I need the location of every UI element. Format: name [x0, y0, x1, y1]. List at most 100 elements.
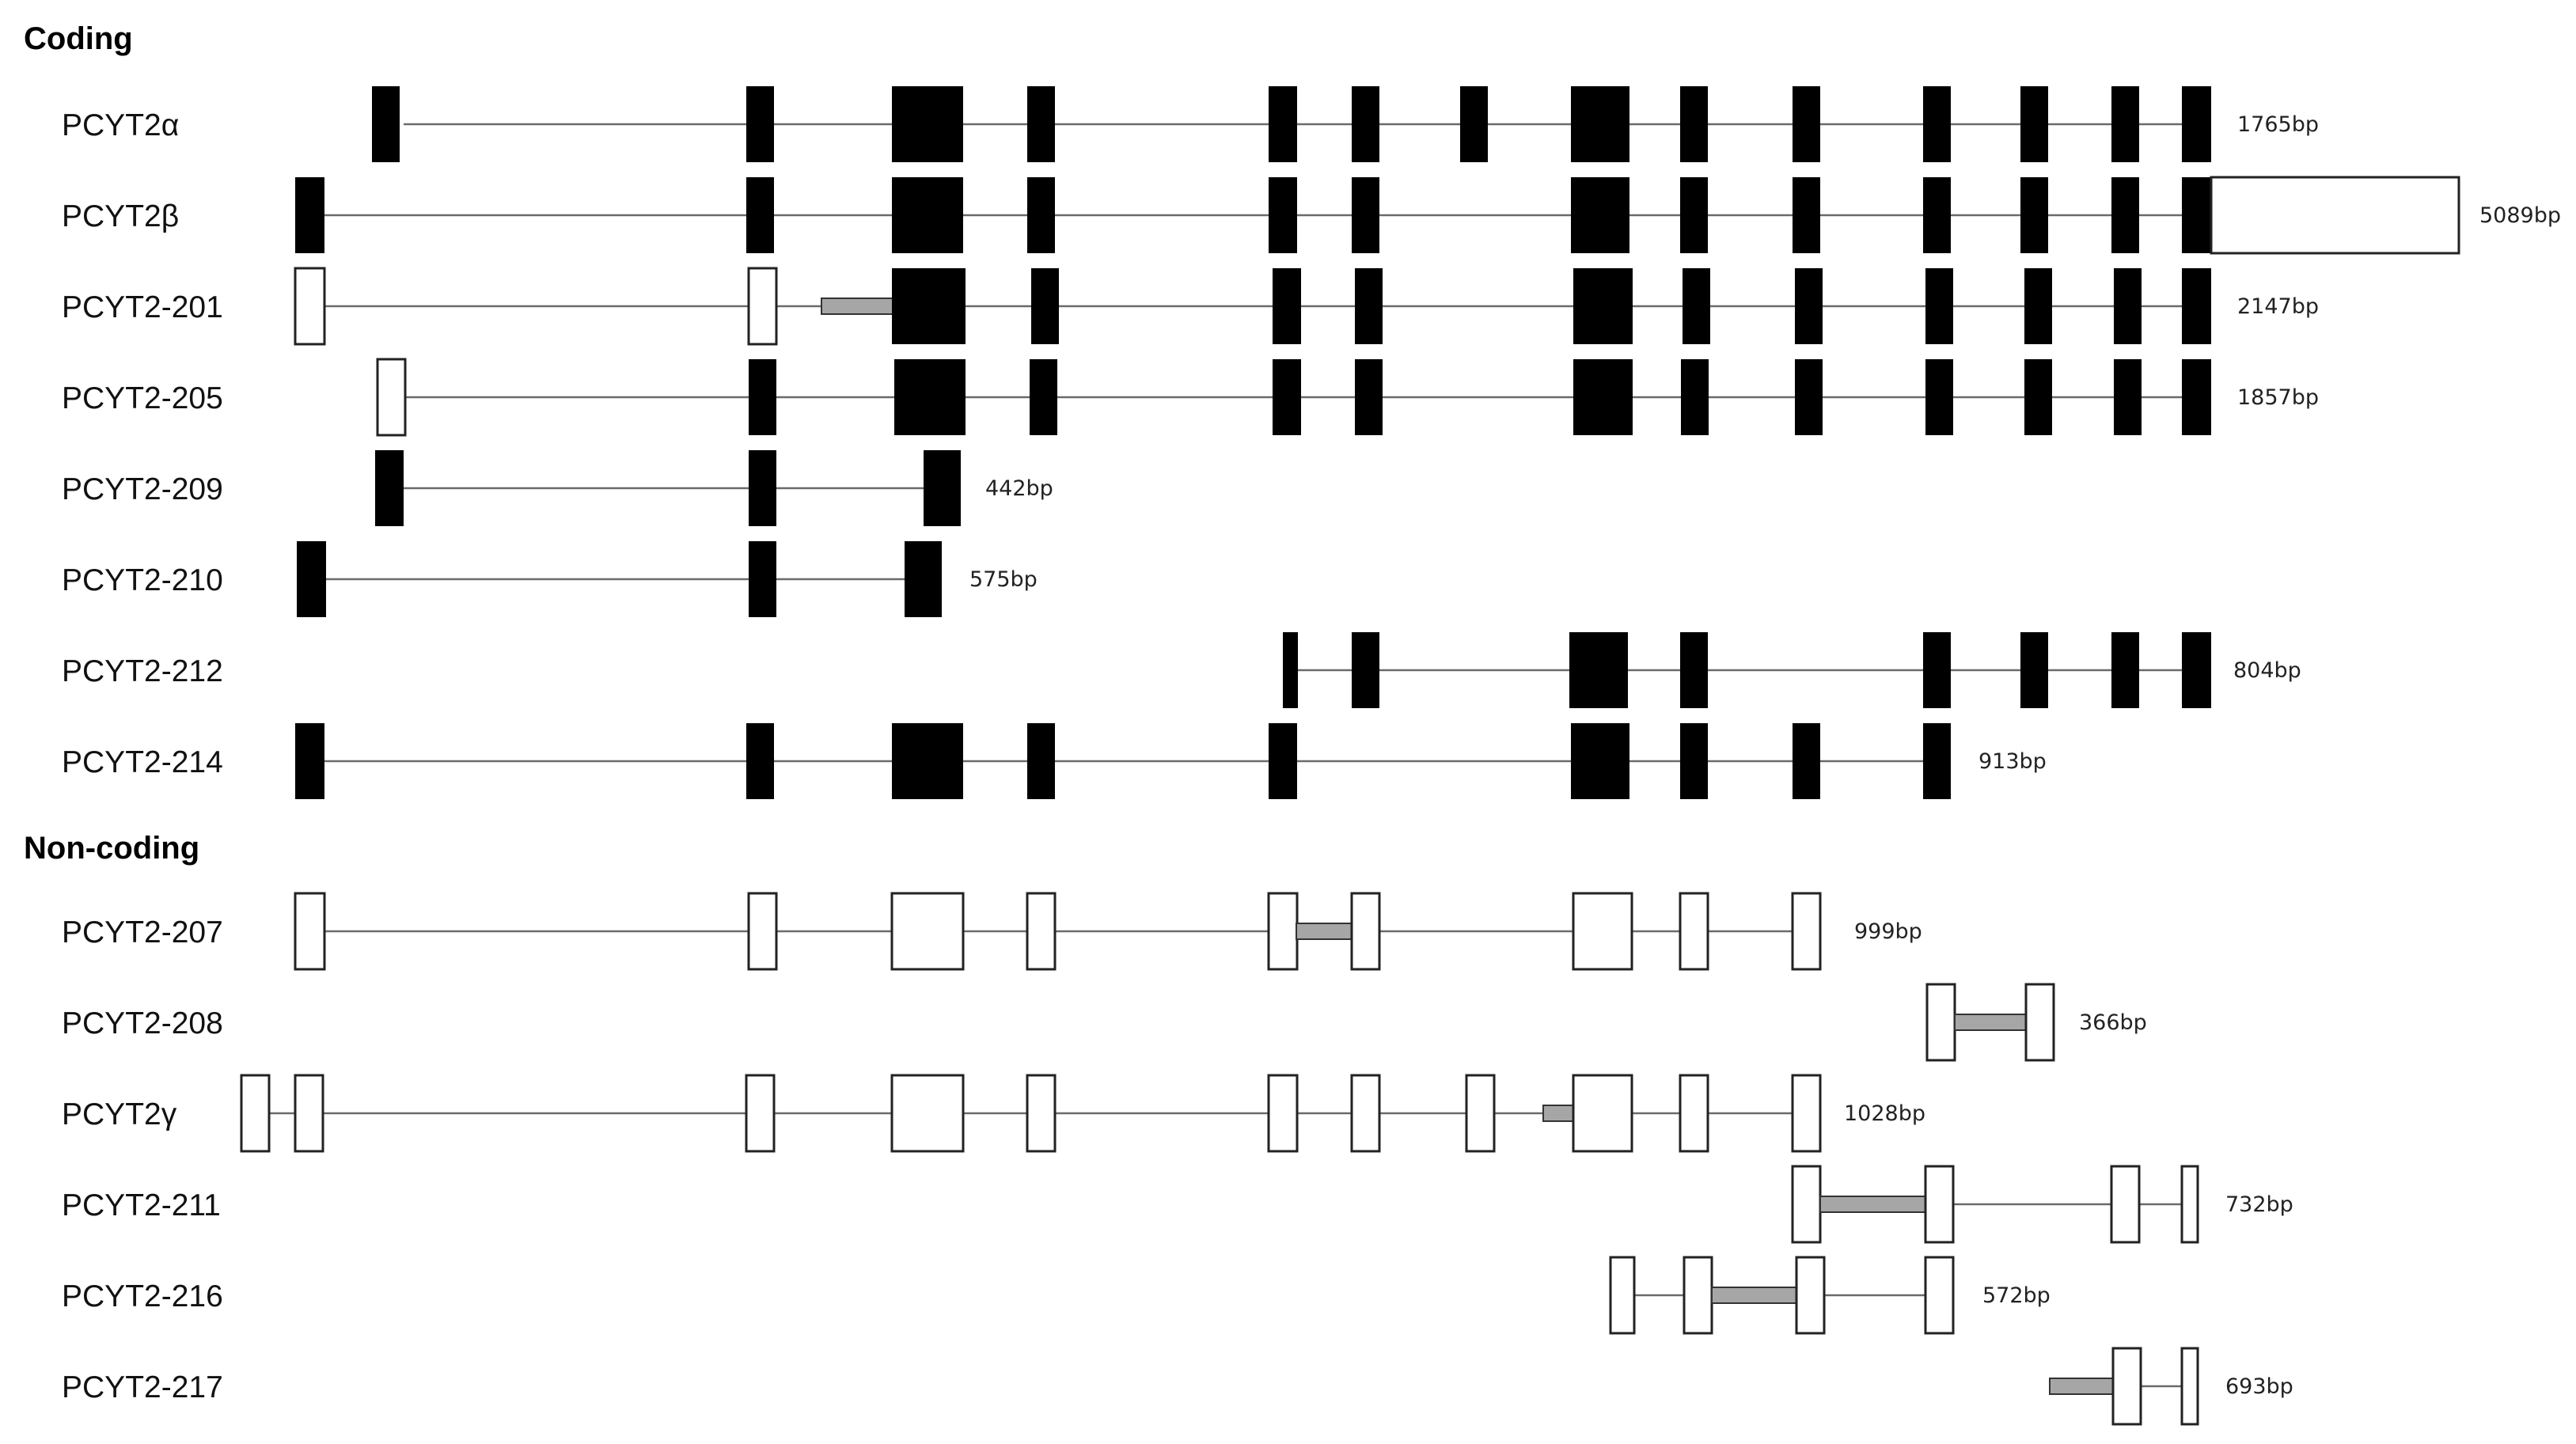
coding-exon — [905, 541, 942, 617]
coding-exon — [1925, 268, 1953, 344]
transcript-name: PCYT2β — [62, 199, 179, 233]
coding-exon — [1027, 177, 1055, 253]
coding-exon — [1352, 632, 1379, 708]
retained-intron — [821, 298, 895, 315]
coding-exon — [1283, 632, 1298, 708]
coding-exon — [1269, 86, 1297, 162]
noncoding-exon — [1026, 892, 1057, 971]
transcript-track — [294, 267, 2211, 346]
noncoding-exon — [1791, 1074, 1822, 1153]
transcript-track — [2049, 1347, 2199, 1426]
coding-exon — [1027, 723, 1055, 799]
transcript-length: 366bp — [2079, 1010, 2147, 1035]
noncoding-exon — [1350, 1074, 1381, 1153]
coding-exon — [2182, 632, 2211, 708]
noncoding-exon — [1791, 1165, 1822, 1244]
coding-exon — [1680, 177, 1708, 253]
coding-exon — [749, 541, 776, 617]
coding-exon — [1681, 359, 1709, 435]
coding-exon — [2024, 268, 2052, 344]
coding-exon — [2182, 86, 2211, 162]
transcript-length: 575bp — [969, 567, 1038, 592]
coding-exon — [2182, 177, 2211, 253]
coding-exon — [1269, 177, 1297, 253]
noncoding-exon — [1465, 1074, 1496, 1153]
coding-exon — [746, 177, 774, 253]
noncoding-section-title: Non-coding — [24, 831, 199, 866]
transcript-labels: PCYT2α PCYT2β PCYT2-201 PCYT2-205 PCYT2-… — [62, 108, 223, 1404]
transcript-track — [297, 541, 942, 617]
coding-exon — [295, 177, 324, 253]
transcript-name: PCYT2α — [62, 108, 179, 142]
transcript-track — [1283, 632, 2211, 708]
noncoding-exon — [1924, 1256, 1955, 1335]
noncoding-exon — [2180, 1165, 2199, 1244]
noncoding-exon — [240, 1074, 271, 1153]
coding-exon — [1030, 359, 1057, 435]
transcript-name: PCYT2-217 — [62, 1370, 223, 1404]
noncoding-exon — [2210, 176, 2460, 255]
transcript-track — [1609, 1256, 1955, 1335]
coding-exon — [1031, 268, 1059, 344]
transcript-length: 732bp — [2225, 1192, 2293, 1217]
noncoding-exon — [747, 267, 778, 346]
coding-exon — [1923, 177, 1951, 253]
noncoding-exon — [1572, 892, 1633, 971]
coding-exon — [2182, 268, 2211, 344]
coding-exon — [1273, 268, 1301, 344]
coding-exon — [746, 86, 774, 162]
transcript-length: 804bp — [2233, 658, 2301, 683]
coding-exon — [2114, 359, 2142, 435]
noncoding-exon — [745, 1074, 776, 1153]
transcript-track — [240, 1074, 1822, 1153]
transcript-name: PCYT2-210 — [62, 563, 223, 597]
coding-exon — [924, 450, 961, 526]
transcript-length: 572bp — [1982, 1283, 2051, 1308]
noncoding-exon — [1267, 892, 1299, 971]
coding-exon — [892, 177, 963, 253]
coding-exon — [749, 450, 776, 526]
transcript-track — [295, 176, 2460, 255]
coding-exon — [2111, 177, 2139, 253]
coding-exon — [2111, 632, 2139, 708]
transcript-name: PCYT2-216 — [62, 1279, 223, 1313]
coding-exon — [1680, 632, 1708, 708]
retained-intron — [1542, 1105, 1576, 1122]
coding-exon — [1680, 723, 1708, 799]
coding-exon — [1795, 268, 1823, 344]
coding-exon — [749, 359, 776, 435]
noncoding-exon — [2024, 983, 2055, 1062]
transcript-length: 2147bp — [2237, 294, 2319, 319]
noncoding-exon — [294, 892, 326, 971]
coding-exon — [2020, 86, 2048, 162]
noncoding-exon — [1026, 1074, 1057, 1153]
coding-exon — [1573, 268, 1633, 344]
coding-exon — [2111, 86, 2139, 162]
transcript-track — [295, 723, 1951, 799]
transcript-length: 5089bp — [2479, 203, 2561, 228]
coding-exon — [1923, 723, 1951, 799]
transcript-track — [294, 892, 1822, 971]
noncoding-exon — [2110, 1165, 2141, 1244]
noncoding-exon — [1350, 892, 1381, 971]
coding-exon — [1355, 359, 1383, 435]
noncoding-exon — [1791, 892, 1822, 971]
coding-exon — [372, 86, 400, 162]
noncoding-exon — [1683, 1256, 1713, 1335]
transcript-name: PCYT2-209 — [62, 472, 223, 506]
coding-exon — [2182, 359, 2211, 435]
noncoding-exon — [1925, 983, 1956, 1062]
coding-exon — [2020, 632, 2048, 708]
coding-exon — [2024, 359, 2052, 435]
transcript-length: 1028bp — [1844, 1101, 1925, 1126]
coding-exon — [1273, 359, 1301, 435]
noncoding-exon — [2180, 1347, 2199, 1426]
coding-exon — [1925, 359, 1953, 435]
transcript-name: PCYT2-211 — [62, 1188, 221, 1222]
transcript-name: PCYT2-214 — [62, 745, 223, 779]
noncoding-exon — [1572, 1074, 1633, 1153]
retained-intron — [2049, 1378, 2118, 1395]
coding-exon — [1793, 723, 1820, 799]
coding-exon — [1355, 268, 1383, 344]
coding-exon — [892, 86, 963, 162]
